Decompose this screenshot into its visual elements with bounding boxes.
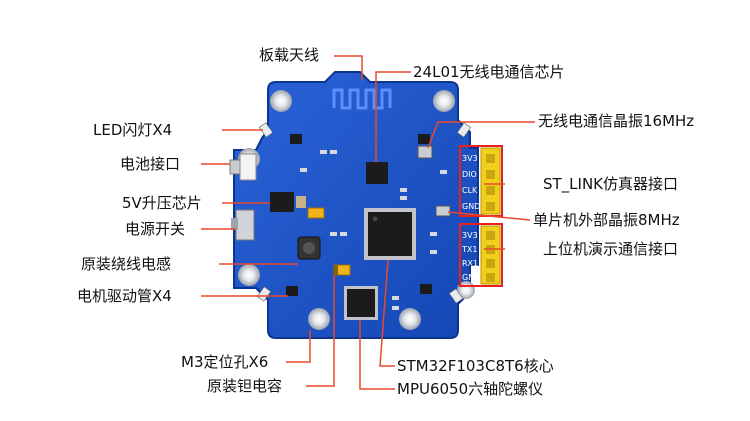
mount-hole — [433, 90, 455, 112]
mcu-chip — [364, 208, 416, 260]
battery-connector — [229, 159, 241, 175]
label-rf-chip: 24L01无线电通信芯片 — [413, 63, 565, 81]
pin-label: GND — [462, 273, 480, 282]
label-led: LED闪灯X4 — [93, 121, 173, 139]
pin-label: GND — [462, 202, 480, 211]
boost-chip — [270, 192, 294, 212]
led — [456, 122, 472, 138]
label-battery: 电池接口 — [120, 155, 181, 173]
mount-hole — [308, 308, 330, 330]
mosfet — [418, 134, 430, 144]
pin-label: 3V3 — [462, 231, 478, 240]
header-pin — [486, 186, 495, 195]
label-mount-hole: M3定位孔X6 — [181, 353, 269, 371]
led — [258, 122, 274, 138]
imu-chip — [344, 286, 378, 320]
label-mcu: STM32F103C8T6核心 — [397, 357, 554, 375]
label-mcu-crystal: 单片机外部晶振8MHz — [533, 211, 680, 229]
mosfet — [420, 284, 432, 294]
leader-lines — [201, 55, 535, 390]
label-mosfet: 电机驱动管X4 — [77, 287, 172, 305]
mosfet-group — [286, 134, 432, 296]
mount-hole — [399, 308, 421, 330]
antenna-trace — [332, 88, 392, 110]
uart-header — [459, 223, 503, 287]
label-antenna: 板载天线 — [259, 46, 320, 64]
label-imu: MPU6050六轴陀螺仪 — [397, 380, 544, 398]
rf-crystal — [417, 145, 433, 159]
mosfet — [286, 286, 298, 296]
pin-label: RX1 — [462, 259, 478, 268]
label-inductor: 原装绕线电感 — [81, 255, 172, 273]
label-stlink: ST_LINK仿真器接口 — [543, 175, 679, 193]
header-pin — [486, 231, 495, 240]
stlink-header — [459, 145, 503, 217]
pin-label: 3V3 — [462, 154, 478, 163]
mount-hole — [270, 90, 292, 112]
header-pin — [486, 273, 495, 282]
header-pin — [486, 202, 495, 211]
mcu-crystal — [435, 205, 451, 217]
label-uart: 上位机演示通信接口 — [543, 240, 679, 258]
pin-label: DIO — [462, 170, 477, 179]
label-tantalum: 原装钽电容 — [207, 377, 283, 395]
label-power-switch: 电源开关 — [125, 220, 186, 238]
led — [448, 288, 464, 304]
led-group — [256, 122, 472, 304]
power-switch — [231, 209, 255, 241]
rf-chip — [366, 162, 388, 184]
label-boost: 5V升压芯片 — [122, 194, 202, 212]
mount-hole — [238, 264, 260, 286]
label-rf-crystal: 无线电通信晶振16MHz — [538, 112, 695, 130]
header-pin — [486, 154, 495, 163]
header-pin — [486, 259, 495, 268]
pin-label: TX1 — [461, 245, 477, 254]
mosfet — [290, 134, 302, 144]
pin-label: CLK — [462, 186, 478, 195]
header-pin — [486, 170, 495, 179]
tantalum-caps — [307, 207, 351, 276]
mount-holes — [238, 90, 475, 330]
